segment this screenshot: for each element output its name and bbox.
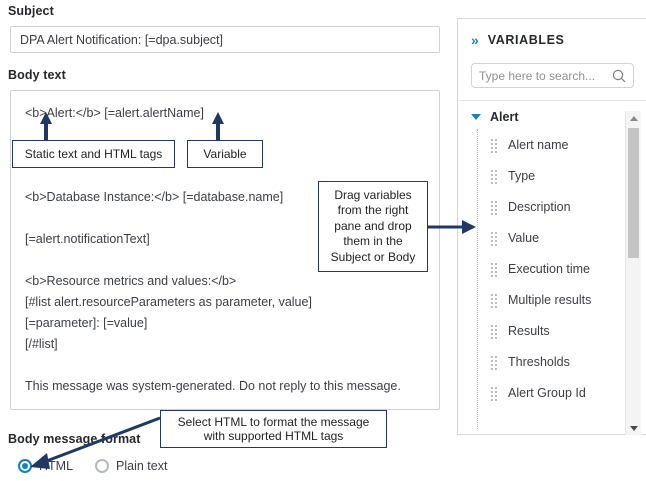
callout-static-text: Static text and HTML tags [12,140,175,168]
variable-name-label: Alert name [508,137,569,152]
variable-list-item[interactable]: Value [458,222,646,253]
search-input[interactable] [479,68,610,83]
variable-list-item[interactable]: Results [458,315,646,346]
drag-handle-icon[interactable] [491,200,498,215]
variable-name-label: Multiple results [508,292,592,307]
scroll-down-icon[interactable] [626,421,641,435]
body-text-line: <b>Alert:</b> [=alert.alertName] [25,106,204,120]
variable-list-item[interactable]: Description [458,191,646,222]
drag-handle-icon[interactable] [491,138,498,153]
triangle-down-icon[interactable] [471,114,481,120]
callout-drag-variables: Drag variables from the right pane and d… [318,181,428,272]
radio-option-html[interactable]: HTML [18,459,73,473]
scrollbar-thumb[interactable] [628,128,639,258]
callout-variable: Variable [187,140,263,168]
variable-name-label: Alert Group Id [508,385,586,400]
body-text-line: [#list alert.resourceParameters as param… [25,295,312,309]
variable-list-item[interactable]: Thresholds [458,346,646,377]
callout-select-html: Select HTML to format the message with s… [160,410,387,448]
radio-option-plain-text[interactable]: Plain text [95,459,167,473]
radio-button-icon[interactable] [18,459,32,473]
search-icon[interactable] [612,69,626,83]
body-text-label: Body text [8,68,66,82]
variable-list-item[interactable]: Execution time [458,253,646,284]
variables-panel: » VARIABLES Alert Alert nameTypeDescript… [457,18,646,435]
body-message-format-radio-group[interactable]: HTML Plain text [18,459,167,473]
variable-list-item[interactable]: Alert name [458,129,646,160]
variables-panel-header: » VARIABLES [458,19,646,101]
variable-name-label: Thresholds [508,354,570,369]
body-text-content: <b>Alert:</b> [=alert.alertName] <b>Data… [25,103,427,397]
radio-option-label: HTML [39,459,74,473]
tree-guide-line [477,129,478,429]
variables-title-row: » VARIABLES [471,33,565,47]
variable-name-label: Execution time [508,261,590,276]
tree-node-label: Alert [490,110,519,124]
drag-handle-icon[interactable] [491,386,498,401]
variable-list-item[interactable]: Type [458,160,646,191]
radio-option-label: Plain text [116,459,168,473]
body-text-line: <b>Database Instance:</b> [=database.nam… [25,190,284,204]
drag-handle-icon[interactable] [491,262,498,277]
chevron-double-right-icon[interactable]: » [471,32,479,48]
subject-input[interactable] [10,26,440,53]
variable-name-label: Results [508,323,550,338]
variable-name-label: Description [508,199,571,214]
drag-handle-icon[interactable] [491,293,498,308]
drag-handle-icon[interactable] [491,355,498,370]
radio-button-icon[interactable] [95,459,110,473]
variables-panel-title: VARIABLES [487,33,565,47]
tree-node-alert[interactable]: Alert [471,110,518,124]
body-text-line: This message was system-generated. Do no… [25,379,401,393]
body-text-line [25,355,427,376]
body-text-line: [=parameter]: [=value] [25,316,148,330]
drag-handle-icon[interactable] [491,169,498,184]
variables-search-box[interactable] [471,63,634,88]
body-text-line: [=alert.notificationText] [25,232,150,246]
body-text-line: <b>Resource metrics and values:</b> [25,274,237,288]
variable-name-label: Value [508,230,540,245]
variable-name-label: Type [508,168,536,183]
drag-handle-icon[interactable] [491,231,498,246]
body-message-format-label: Body message format [8,432,141,446]
drag-handle-icon[interactable] [491,324,498,339]
subject-label: Subject [8,4,54,18]
variable-list-item[interactable]: Multiple results [458,284,646,315]
variable-list-item[interactable]: Alert Group Id [458,377,646,408]
scroll-up-icon[interactable] [626,111,641,125]
body-text-line: [/#list] [25,337,58,351]
variables-scrollbar[interactable] [625,111,641,435]
